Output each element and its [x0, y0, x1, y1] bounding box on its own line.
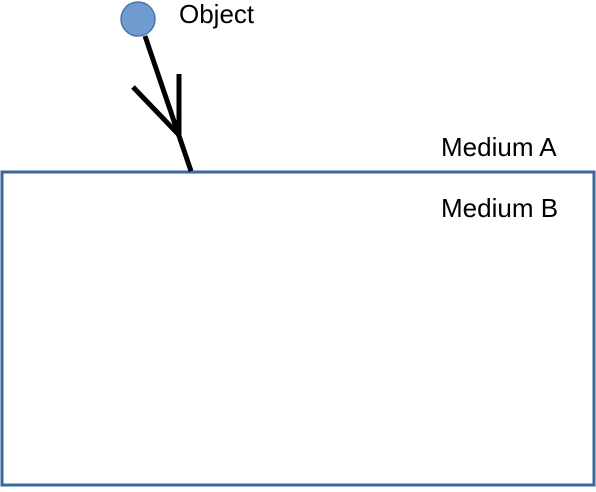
medium-b-region [0, 170, 596, 487]
object-circle [120, 1, 156, 37]
arrowhead-left [131, 85, 181, 137]
incident-ray [142, 35, 194, 172]
object-label: Object [179, 0, 255, 29]
medium-b-label: Medium B [441, 193, 559, 223]
medium-a-label: Medium A [441, 132, 557, 162]
